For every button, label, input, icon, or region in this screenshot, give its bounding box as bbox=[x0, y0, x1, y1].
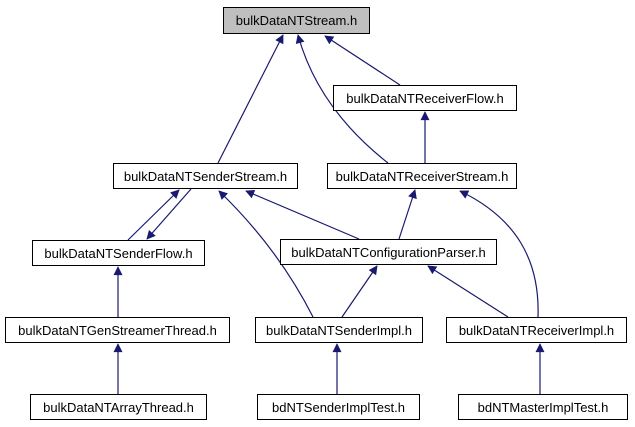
node-bulkDataNTConfigurationParser[interactable]: bulkDataNTConfigurationParser.h bbox=[280, 239, 497, 265]
node-bulkDataNTReceiverFlow[interactable]: bulkDataNTReceiverFlow.h bbox=[333, 85, 517, 111]
edge-senderFlow-to-senderStream bbox=[127, 189, 180, 241]
node-bulkDataNTReceiverImpl[interactable]: bulkDataNTReceiverImpl.h bbox=[446, 317, 627, 343]
node-bulkDataNTStream: bulkDataNTStream.h bbox=[223, 7, 370, 34]
edge-receiverFlow-to-stream bbox=[324, 35, 401, 86]
edge-senderStream-to-senderFlow bbox=[146, 188, 192, 240]
node-bdNTMasterImplTest[interactable]: bdNTMasterImplTest.h bbox=[458, 394, 628, 420]
edge-configParser-to-receiverStream bbox=[398, 189, 417, 240]
node-bdNTSenderImplTest[interactable]: bdNTSenderImplTest.h bbox=[257, 394, 420, 420]
node-bulkDataNTSenderImpl[interactable]: bulkDataNTSenderImpl.h bbox=[255, 317, 423, 343]
node-bulkDataNTGenStreamerThread[interactable]: bulkDataNTGenStreamerThread.h bbox=[5, 317, 230, 343]
node-bulkDataNTSenderFlow[interactable]: bulkDataNTSenderFlow.h bbox=[32, 240, 205, 266]
edge-receiverImpl-to-receiverStream bbox=[459, 190, 539, 318]
node-bulkDataNTArrayThread[interactable]: bulkDataNTArrayThread.h bbox=[30, 394, 207, 420]
edge-senderImpl-to-configParser bbox=[341, 265, 378, 318]
node-bulkDataNTSenderStream[interactable]: bulkDataNTSenderStream.h bbox=[113, 163, 298, 189]
edge-senderStream-to-stream bbox=[217, 34, 284, 164]
edge-receiverImpl-to-configParser bbox=[427, 265, 509, 318]
edge-senderImpl-to-senderStream bbox=[218, 190, 314, 318]
edge-receiverStream-to-stream bbox=[295, 34, 389, 164]
edge-configParser-to-senderStream bbox=[245, 190, 360, 240]
node-bulkDataNTReceiverStream[interactable]: bulkDataNTReceiverStream.h bbox=[327, 163, 517, 189]
